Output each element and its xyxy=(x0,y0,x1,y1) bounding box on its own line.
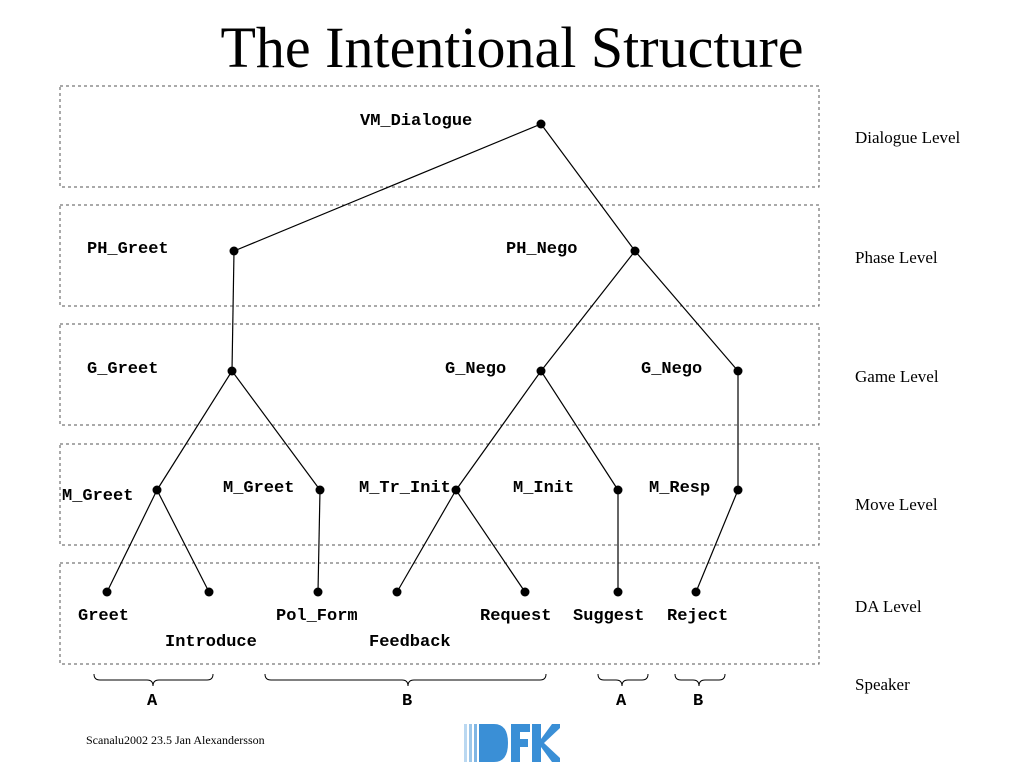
node-label-request: Request xyxy=(480,607,551,626)
slide-title: The Intentional Structure xyxy=(220,15,804,80)
edge xyxy=(317,489,321,593)
edge xyxy=(455,370,542,491)
node-label-reject: Reject xyxy=(667,607,728,626)
edge xyxy=(231,370,321,491)
node-dot-suggest xyxy=(613,587,623,597)
speaker-brace-4 xyxy=(674,673,726,687)
node-label-m-tr-init: M_Tr_Init xyxy=(359,479,451,498)
speaker-label-b-1: B xyxy=(402,692,412,711)
node-dot-introduce xyxy=(204,587,214,597)
level-label-game: Game Level xyxy=(855,367,939,386)
logo-letter-d xyxy=(479,724,508,762)
edge xyxy=(156,370,233,491)
node-dot-reject xyxy=(691,587,701,597)
node-dot-m-init xyxy=(613,485,623,495)
logo-stripe xyxy=(464,724,467,762)
node-label-m-resp: M_Resp xyxy=(649,479,710,498)
node-label-m-greet-2: M_Greet xyxy=(223,479,294,498)
edge xyxy=(156,489,210,593)
da-level-box xyxy=(59,562,820,665)
node-dot-g-greet xyxy=(227,366,237,376)
node-dot-g-nego-2 xyxy=(733,366,743,376)
node-dot-m-tr-init xyxy=(451,485,461,495)
edge xyxy=(233,123,542,252)
node-dot-vm-dialogue xyxy=(536,119,546,129)
speaker-brace-2 xyxy=(264,673,547,687)
node-label-g-nego-2: G_Nego xyxy=(641,360,702,379)
node-dot-m-resp xyxy=(733,485,743,495)
node-label-m-init: M_Init xyxy=(513,479,574,498)
node-dot-feedback xyxy=(392,587,402,597)
node-label-feedback: Feedback xyxy=(369,633,451,652)
node-dot-ph-greet xyxy=(229,246,239,256)
edge xyxy=(634,250,739,372)
edge xyxy=(106,489,158,593)
dialogue-level-box xyxy=(59,85,820,188)
footer-text: Scanalu2002 23.5 Jan Alexandersson xyxy=(86,733,265,747)
node-label-vm-dialogue: VM_Dialogue xyxy=(360,112,472,131)
node-label-pol-form: Pol_Form xyxy=(276,607,358,626)
edge xyxy=(455,489,526,593)
level-label-phase: Phase Level xyxy=(855,248,938,267)
edge xyxy=(540,123,636,252)
move-level-box xyxy=(59,443,820,546)
node-dot-m-greet-1 xyxy=(152,485,162,495)
edge xyxy=(231,250,235,372)
edge xyxy=(396,489,457,593)
level-label-dialogue: Dialogue Level xyxy=(855,128,961,147)
dfki-logo xyxy=(464,724,560,762)
node-dot-pol-form xyxy=(313,587,323,597)
logo-k-notch xyxy=(544,728,560,758)
node-dot-request xyxy=(520,587,530,597)
speaker-label-b-2: B xyxy=(693,692,703,711)
node-label-ph-greet: PH_Greet xyxy=(87,240,169,259)
speaker-brace-3 xyxy=(597,673,649,687)
edge xyxy=(695,489,739,593)
logo-letter-f xyxy=(511,724,530,762)
node-label-introduce: Introduce xyxy=(165,633,257,652)
node-label-suggest: Suggest xyxy=(573,607,644,626)
node-dot-ph-nego xyxy=(630,246,640,256)
level-label-speaker: Speaker xyxy=(855,675,910,694)
level-label-da: DA Level xyxy=(855,597,922,616)
node-dot-g-nego-1 xyxy=(536,366,546,376)
node-label-greet: Greet xyxy=(78,607,129,626)
logo-stripe xyxy=(469,724,472,762)
edge xyxy=(540,370,619,491)
phase-level-box xyxy=(59,204,820,307)
node-label-g-greet: G_Greet xyxy=(87,360,158,379)
logo-stripe xyxy=(474,724,477,762)
node-label-ph-nego: PH_Nego xyxy=(506,240,577,259)
speaker-brace-1 xyxy=(93,673,214,687)
edge xyxy=(540,250,636,372)
node-dot-greet xyxy=(102,587,112,597)
speaker-label-a-1: A xyxy=(147,692,158,711)
speaker-label-a-2: A xyxy=(616,692,627,711)
level-label-move: Move Level xyxy=(855,495,938,514)
node-label-g-nego-1: G_Nego xyxy=(445,360,506,379)
node-dot-m-greet-2 xyxy=(315,485,325,495)
game-level-box xyxy=(59,323,820,426)
node-label-m-greet-1: M_Greet xyxy=(62,487,133,506)
